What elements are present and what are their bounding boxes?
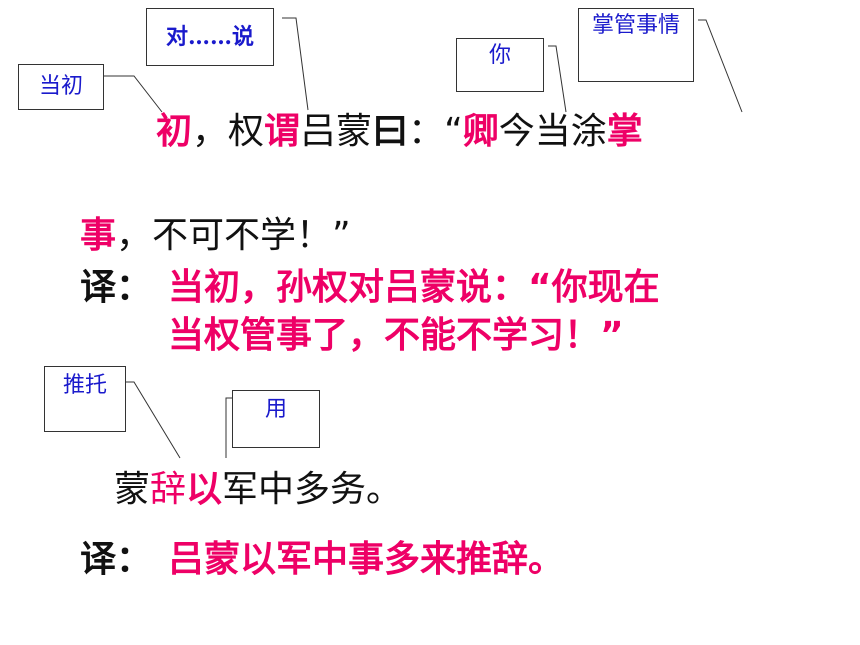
text-bukebuxue: ，不可不学！” bbox=[116, 215, 351, 256]
sentence1-line1: 初，权谓吕蒙曰：“卿今当涂掌 bbox=[156, 114, 643, 150]
annotation-dangchu: 当初 bbox=[18, 64, 104, 110]
text-quote-open: ：“ bbox=[408, 111, 463, 152]
translation2-label: 译： bbox=[80, 539, 153, 580]
word-shi: 事 bbox=[80, 215, 117, 256]
text-quan: ，权 bbox=[192, 111, 265, 152]
text-jindangtu: 今当涂 bbox=[498, 111, 607, 152]
sentence2: 蒙辞以军中多务。 bbox=[114, 472, 402, 508]
text-meng: 蒙 bbox=[114, 469, 151, 510]
leader-ni bbox=[548, 45, 567, 113]
annotation-dui-shuo: 对……说 bbox=[146, 8, 274, 66]
text-lvmeng: 吕蒙 bbox=[300, 111, 373, 152]
leader-yong bbox=[225, 397, 232, 458]
translation1-label: 译： bbox=[80, 267, 153, 308]
text-junzhongduowu: 军中多务。 bbox=[222, 469, 403, 510]
annotation-zhangguan: 掌管事情 bbox=[578, 8, 694, 82]
translation1-line1: 当初，孙权对吕蒙说：“你现在 bbox=[168, 267, 660, 308]
annotation-tuituo: 推托 bbox=[44, 366, 126, 432]
word-wei: 谓 bbox=[264, 111, 301, 152]
word-chu: 初 bbox=[156, 111, 193, 152]
sentence1-line2: 事，不可不学！” bbox=[80, 218, 351, 254]
word-yue: 曰 bbox=[372, 111, 409, 152]
leader-tuituo bbox=[126, 381, 181, 459]
word-yi: 以 bbox=[186, 469, 223, 510]
translation2-text: 吕蒙以军中事多来推辞。 bbox=[168, 539, 565, 580]
leader-dui-shuo bbox=[282, 17, 309, 111]
word-qing: 卿 bbox=[462, 111, 499, 152]
leader-dangchu bbox=[104, 75, 163, 113]
annotation-ni: 你 bbox=[456, 38, 544, 92]
leader-zhangguan bbox=[698, 19, 743, 113]
word-zhang: 掌 bbox=[606, 111, 643, 152]
word-ci: 辞 bbox=[150, 469, 187, 510]
annotation-yong: 用 bbox=[232, 390, 320, 448]
translation1-line2: 当权管事了，不能不学习！” bbox=[168, 315, 624, 356]
